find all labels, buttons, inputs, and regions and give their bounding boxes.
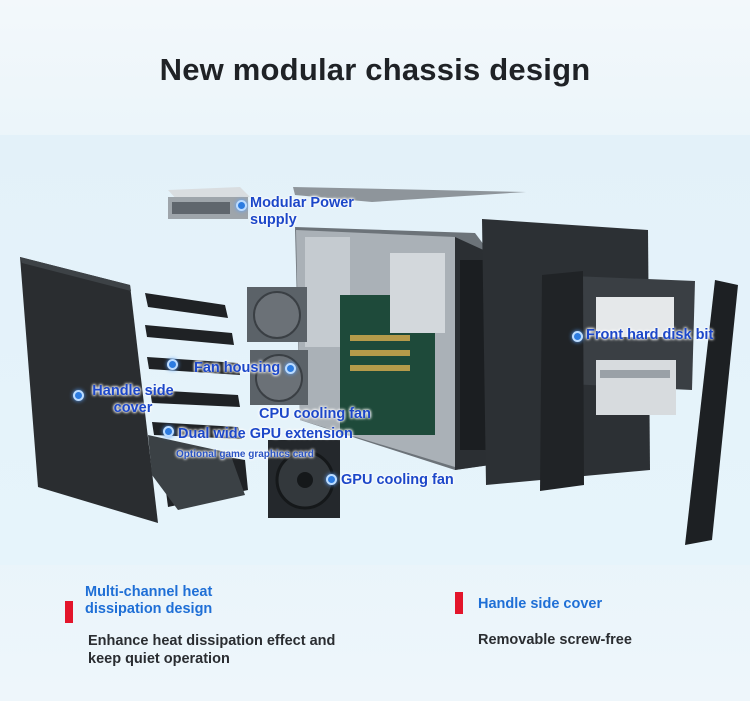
- fan-housing-marker-right: [285, 363, 296, 374]
- label-gpu-fan: GPU cooling fan: [341, 472, 454, 488]
- handle-side-panel: [20, 257, 158, 523]
- label-handle-cover: Handle side cover: [92, 383, 174, 416]
- fan-housing-marker-left: [167, 359, 178, 370]
- front-drive-bays: [548, 275, 695, 415]
- gpu-fan-marker: [326, 474, 337, 485]
- label-cpu-fan: CPU cooling fan: [259, 406, 371, 422]
- top-lid: [293, 187, 526, 202]
- feature-desc-heat: Enhance heat dissipation effect and keep…: [88, 633, 336, 667]
- graphics-card: [148, 435, 245, 510]
- gpu-extension-marker: [163, 426, 174, 437]
- handle-cover-marker: [73, 390, 84, 401]
- feature-marker-cover: [455, 592, 463, 614]
- label-front-disk: Front hard disk bit: [586, 327, 714, 343]
- feature-marker-heat: [65, 601, 73, 623]
- feature-title-cover: Handle side cover: [478, 596, 603, 612]
- exploded-chassis-illustration: [20, 187, 738, 545]
- fan-housing-fans: [247, 287, 308, 405]
- power-supply-marker: [236, 200, 247, 211]
- label-fan-housing: Fan housing: [194, 360, 281, 376]
- front-mesh-right: [685, 280, 738, 545]
- feature-desc-cover: Removable screw-free: [478, 632, 632, 648]
- front-disk-marker: [572, 331, 583, 342]
- page-title: New modular chassis design: [159, 52, 591, 87]
- front-mesh-left: [540, 271, 584, 491]
- chassis-body: [295, 227, 490, 470]
- label-power-supply: Modular Power supply: [250, 195, 354, 228]
- label-gpu-extension: Dual wide GPU extension: [178, 426, 353, 442]
- label-optional-card: Optional game graphics card: [176, 449, 314, 460]
- power-supply-unit: [168, 187, 250, 219]
- feature-title-heat: Multi-channel heat dissipation design: [85, 584, 213, 617]
